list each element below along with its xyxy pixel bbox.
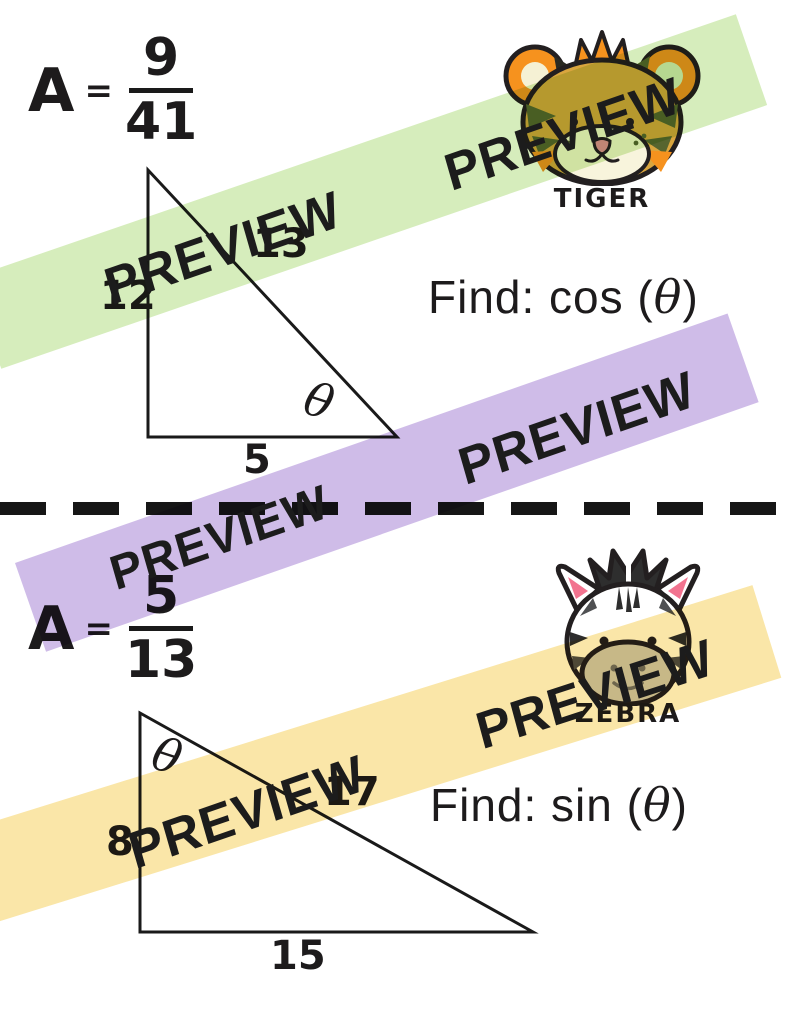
triangle2-base-label: 15: [270, 933, 326, 979]
tiger-label: TIGER: [553, 184, 651, 214]
find-instruction-card2: Find: sin (θ): [430, 778, 688, 832]
fraction-denominator: 13: [124, 630, 198, 691]
find-text: Find: sin (: [430, 779, 643, 831]
answer-variable: A: [28, 55, 74, 126]
find-text: Find: cos (: [428, 271, 654, 323]
find-instruction-card1: Find: cos (θ): [428, 270, 699, 324]
fraction-bar: [129, 88, 194, 94]
close-paren: ): [682, 271, 699, 323]
close-paren: ): [671, 779, 688, 831]
equals-sign: =: [84, 70, 113, 111]
fraction: 9 41: [124, 28, 198, 153]
fraction-numerator: 9: [143, 28, 180, 88]
answer-fraction-card1: A = 9 41: [28, 28, 198, 153]
fraction-bar: [129, 626, 194, 632]
triangle1-base-label: 5: [243, 437, 271, 483]
theta-symbol: θ: [642, 778, 672, 832]
fraction-denominator: 41: [124, 92, 198, 153]
theta-symbol: θ: [653, 270, 683, 324]
